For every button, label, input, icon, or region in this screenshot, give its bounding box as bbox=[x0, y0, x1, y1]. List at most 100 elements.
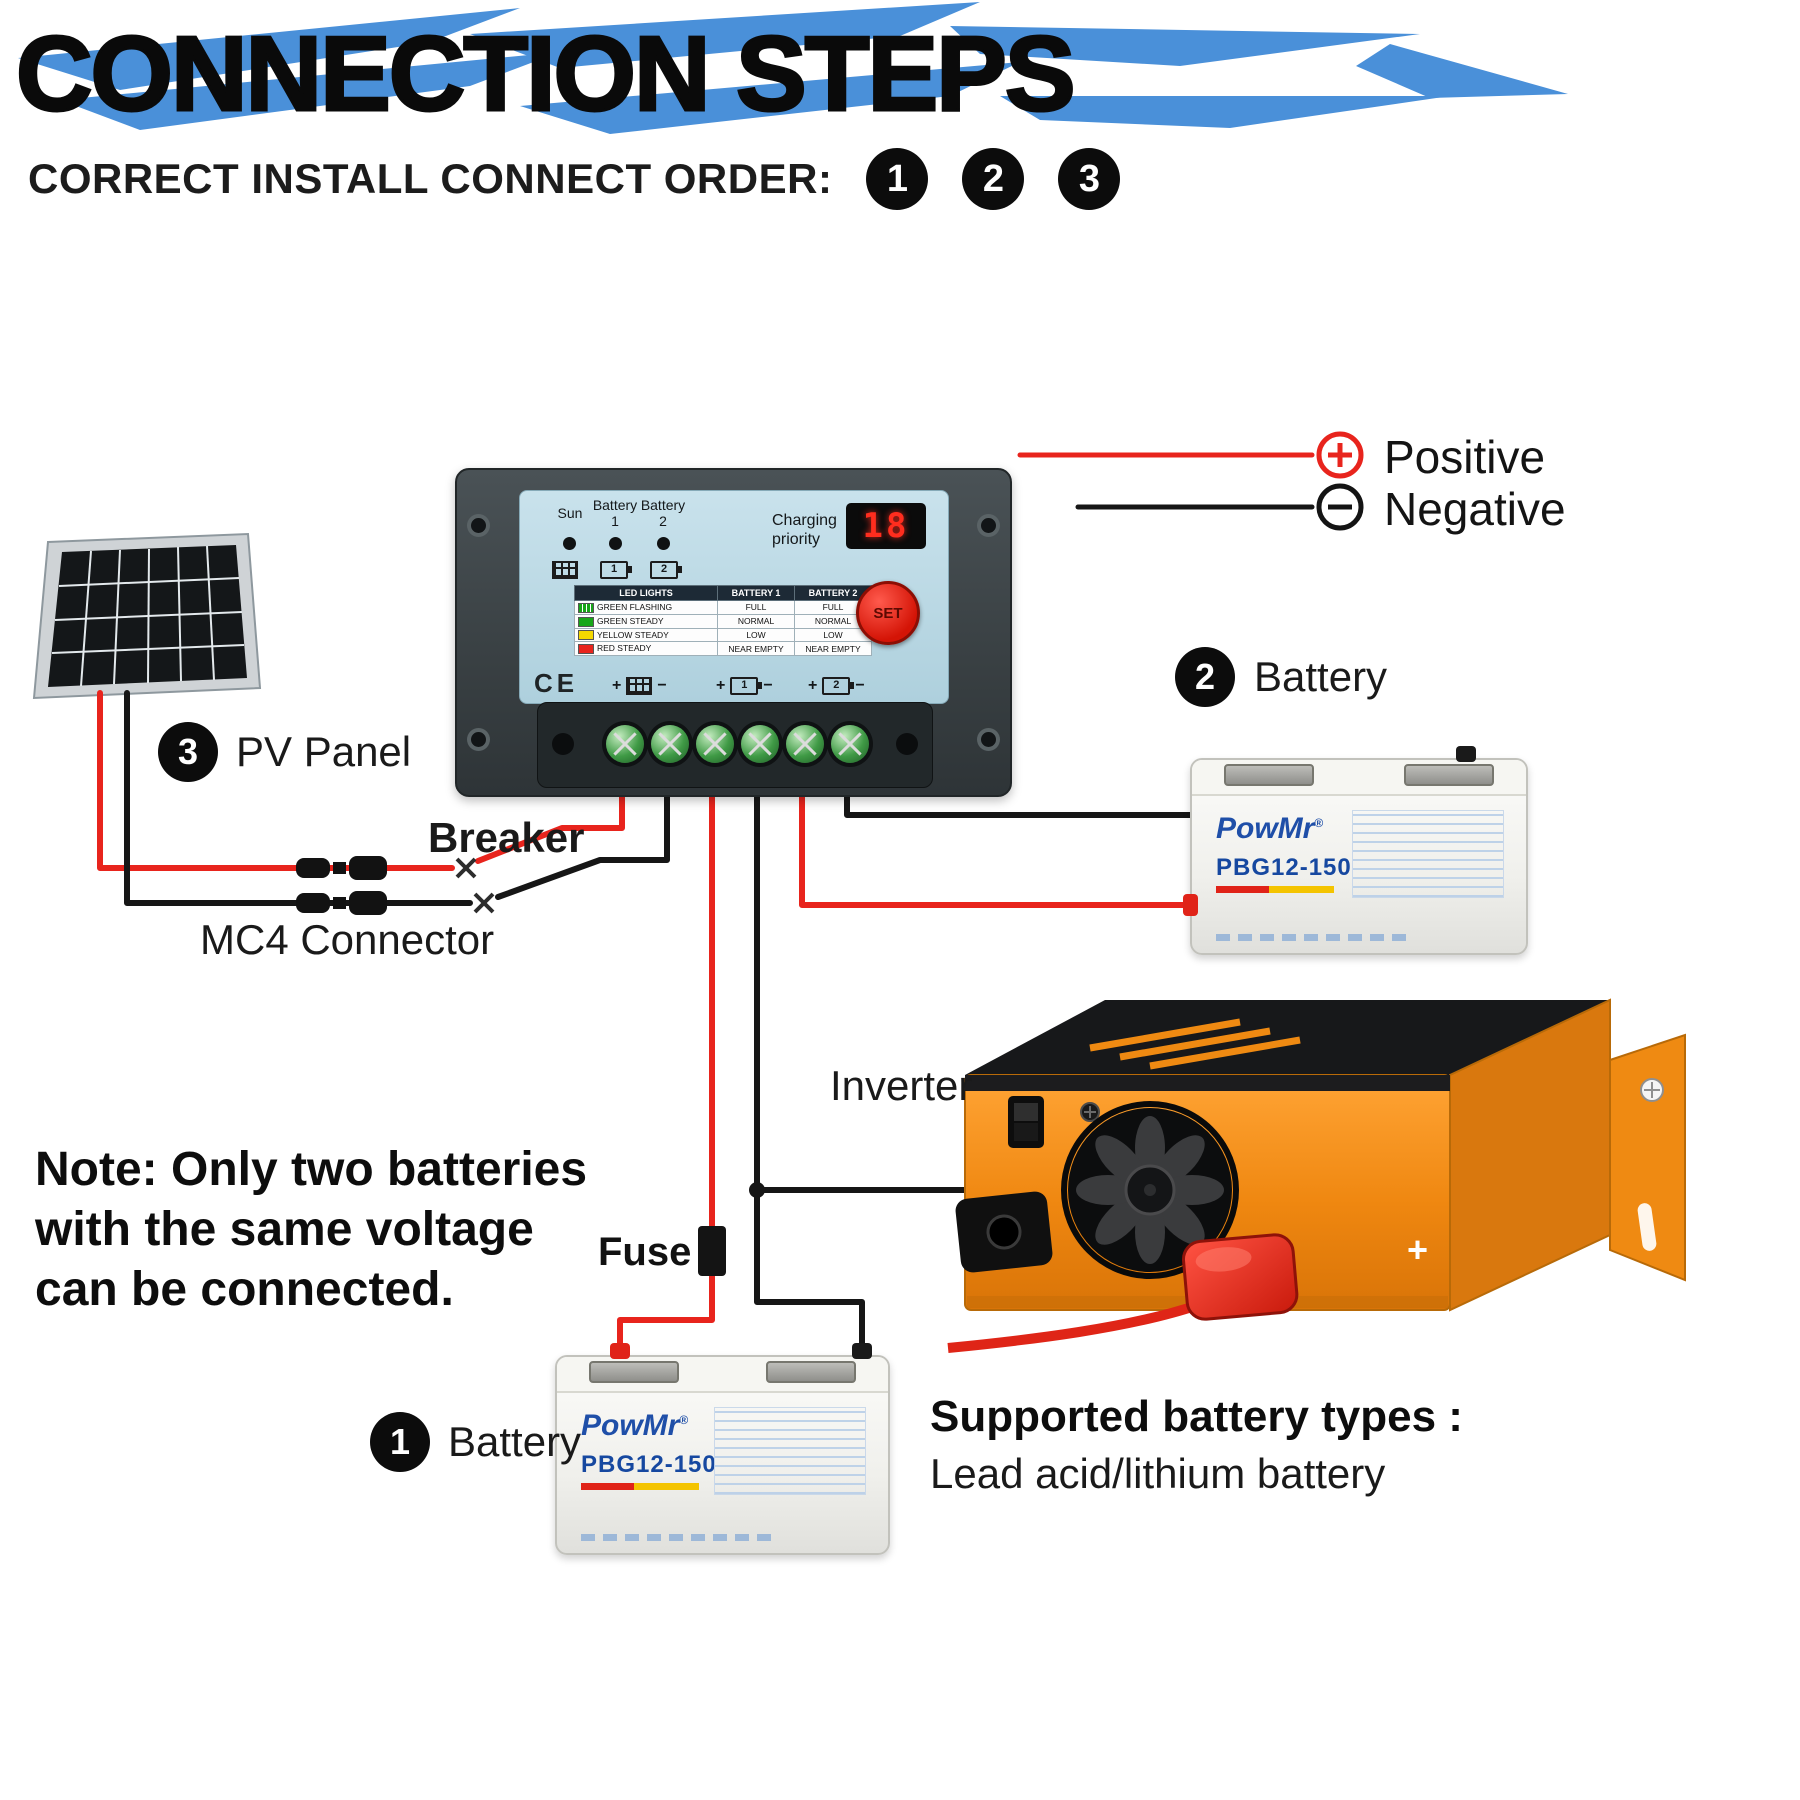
wire-junction-dot bbox=[749, 1182, 765, 1198]
red-steady-chip-icon bbox=[578, 644, 594, 654]
terminal-screw-bat2-negative[interactable] bbox=[831, 725, 869, 763]
pv-panel-label: PV Panel bbox=[236, 728, 412, 775]
row-led-text: GREEN STEADY bbox=[597, 615, 664, 626]
charging-priority-line2: priority bbox=[772, 531, 821, 549]
led-status-table: LED LIGHTS BATTERY 1 BATTERY 2 GREEN FLA… bbox=[574, 585, 872, 656]
wiring bbox=[97, 452, 1335, 1361]
note-line-1: Note: Only two batteries bbox=[35, 1143, 588, 1196]
row-b2-text: NEAR EMPTY bbox=[794, 641, 872, 656]
battery-footer-marks bbox=[1216, 934, 1413, 941]
supported-battery-body: Lead acid/lithium battery bbox=[930, 1450, 1386, 1497]
mc4-connector-label: MC4 Connector bbox=[200, 916, 495, 963]
battery-2: PowMr® PBG12-150 bbox=[1183, 746, 1528, 955]
yellow-steady-chip-icon bbox=[578, 630, 594, 641]
plus-sign: + bbox=[808, 677, 818, 694]
mount-hole-icon bbox=[981, 518, 996, 533]
power-switch[interactable] bbox=[1008, 1096, 1044, 1148]
brand-text: PowMr bbox=[1216, 812, 1315, 845]
inverter-front-lip bbox=[965, 1075, 1450, 1091]
row-b1-text: NEAR EMPTY bbox=[717, 641, 795, 656]
note-block: Note: Only two batteries with the same v… bbox=[35, 1140, 587, 1320]
battery1-led-icon bbox=[609, 537, 622, 550]
ground-screw-icon bbox=[1080, 1102, 1100, 1122]
battery2-led-label-line2: 2 bbox=[659, 513, 667, 530]
legend-positive-label: Positive bbox=[1384, 431, 1546, 483]
battery2-label: Battery bbox=[1254, 653, 1388, 700]
minus-sign: − bbox=[763, 677, 773, 694]
mount-hole-icon bbox=[552, 733, 574, 755]
terminal-screw-pv-positive[interactable] bbox=[606, 725, 644, 763]
green-steady-chip-icon bbox=[578, 616, 594, 627]
controller-face-panel: Sun Battery 1 Battery 2 1 2 Charging pri… bbox=[519, 490, 949, 704]
battery-footer-marks bbox=[581, 1534, 776, 1541]
title-swoosh-decoration bbox=[18, 2, 1568, 134]
note-line-3: can be connected. bbox=[35, 1263, 454, 1316]
flange-screw-icon bbox=[1640, 1078, 1664, 1102]
wire-black-battery1-inverter bbox=[754, 790, 1003, 1361]
battery-handle bbox=[1404, 764, 1494, 786]
sun-led-icon bbox=[563, 537, 576, 550]
table-header-b1: BATTERY 1 bbox=[717, 585, 795, 601]
battery-label-stripe bbox=[1216, 886, 1334, 893]
terminal-screw-pv-negative[interactable] bbox=[651, 725, 689, 763]
fuse-body bbox=[698, 1226, 726, 1276]
positive-icon bbox=[1316, 431, 1364, 479]
battery-handle bbox=[1224, 764, 1314, 786]
battery1-icon: 1 bbox=[600, 561, 632, 579]
terminal-screw-bat1-negative[interactable] bbox=[741, 725, 779, 763]
terminal-screw-bat1-positive[interactable] bbox=[696, 725, 734, 763]
ce-mark: CE bbox=[534, 668, 579, 698]
battery1-icon: 1 bbox=[730, 677, 763, 695]
battery1-led-label-line2: 1 bbox=[611, 513, 619, 530]
battery1-led-label: Battery 1 bbox=[592, 497, 638, 529]
battery2-led-label-line1: Battery bbox=[640, 497, 686, 513]
table-row: GREEN FLASHING FULL FULL bbox=[574, 600, 872, 615]
row-b1-text: NORMAL bbox=[717, 613, 795, 629]
battery-spec-block bbox=[1352, 810, 1504, 898]
set-button[interactable]: SET bbox=[856, 581, 920, 645]
pv-panel-graphic bbox=[32, 532, 262, 700]
charge-controller: Sun Battery 1 Battery 2 1 2 Charging pri… bbox=[455, 468, 1012, 797]
table-header-b2: BATTERY 2 bbox=[794, 585, 872, 601]
inverter-negative-terminal bbox=[955, 1191, 1053, 1273]
mount-hole-icon bbox=[981, 732, 996, 747]
brand-text: PowMr bbox=[581, 1409, 680, 1442]
inverter-plus-mark: + bbox=[1407, 1229, 1428, 1270]
order-step-3-badge: 3 bbox=[1058, 148, 1121, 210]
supported-battery-title: Supported battery types : bbox=[930, 1392, 1463, 1441]
inverter-top-vents bbox=[1089, 1018, 1301, 1070]
mount-hole-icon bbox=[896, 733, 918, 755]
table-row: RED STEADY NEAR EMPTY NEAR EMPTY bbox=[574, 641, 872, 656]
sun-led-label: Sun bbox=[557, 505, 583, 521]
wire-red-battery1 bbox=[617, 790, 715, 1361]
order-step-1-badge: 1 bbox=[866, 148, 929, 210]
pv-terminal-legend: + − bbox=[612, 677, 667, 695]
battery-1: PowMr® PBG12-150 bbox=[555, 1343, 890, 1555]
terminal-screw-bat2-positive[interactable] bbox=[786, 725, 824, 763]
green-flashing-chip-icon bbox=[578, 602, 594, 613]
terminal-strip bbox=[537, 702, 933, 788]
battery1-led-label-line1: Battery bbox=[592, 497, 638, 513]
controller-mini-icons: 1 2 bbox=[552, 561, 682, 579]
inverter-graphic: + bbox=[947, 998, 1686, 1353]
cooling-fan-icon bbox=[1061, 1101, 1239, 1279]
seven-segment-display: 18 bbox=[846, 503, 926, 549]
legend-negative-label: Negative bbox=[1384, 483, 1566, 535]
battery-positive-terminal bbox=[1183, 894, 1198, 916]
battery-brand: PowMr® bbox=[581, 1409, 688, 1443]
battery2-led-icon bbox=[657, 537, 670, 550]
flange-slot-icon bbox=[1637, 1203, 1657, 1251]
inverter-label: Inverter bbox=[830, 1062, 973, 1109]
battery-model: PBG12-150 bbox=[581, 1451, 717, 1478]
page-title: CONNECTION STEPS bbox=[15, 14, 1078, 135]
inverter-mount-flange bbox=[1609, 1033, 1686, 1282]
breaker-x-marks bbox=[455, 857, 495, 914]
solar-panel-icon bbox=[552, 561, 578, 579]
battery1-label: Battery bbox=[448, 1418, 582, 1465]
order-step-2-badge: 2 bbox=[962, 148, 1025, 210]
battery2-icon: 2 bbox=[822, 677, 855, 695]
mount-hole-icon bbox=[471, 732, 486, 747]
battery-model: PBG12-150 bbox=[1216, 854, 1352, 881]
plus-sign: + bbox=[612, 677, 622, 694]
